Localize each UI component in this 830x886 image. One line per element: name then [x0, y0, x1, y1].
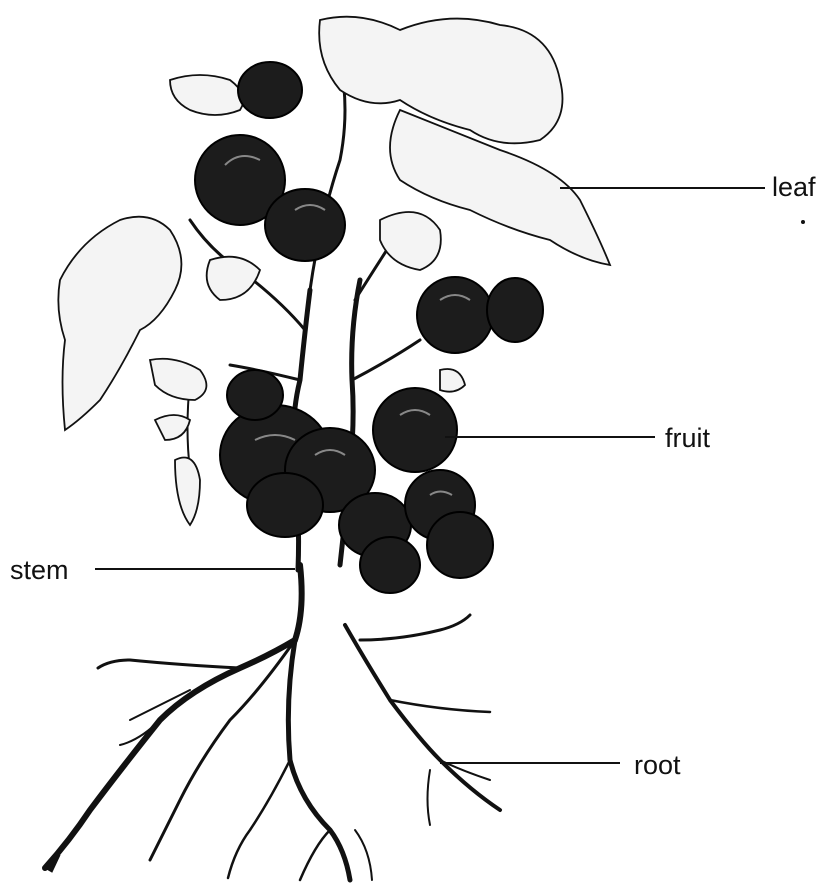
leaf-leader-line [560, 187, 765, 189]
stem-label: stem [10, 557, 69, 584]
speck-mark [801, 220, 805, 224]
root-label: root [634, 752, 681, 779]
fruit-leader-line [445, 436, 655, 438]
root-system [45, 565, 500, 880]
fruits [195, 62, 543, 593]
leaf-label: leaf [772, 174, 816, 201]
root-leader-line [440, 762, 620, 764]
stem-leader-line [95, 568, 295, 570]
fruit-label: fruit [665, 425, 710, 452]
